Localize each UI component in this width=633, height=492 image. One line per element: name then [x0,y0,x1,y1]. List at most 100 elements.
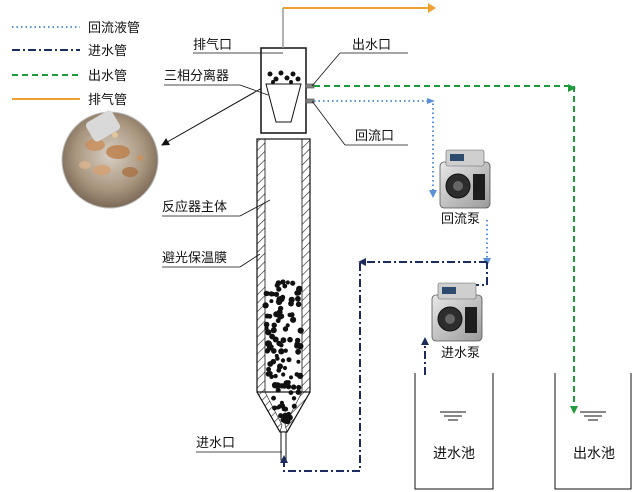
sludge-granule [278,348,285,355]
sludge-granule [267,313,273,319]
sludge-granule [268,344,274,350]
sludge-granule [271,322,277,328]
sludge-granule [277,311,282,316]
sludge-granule [282,326,289,332]
inlet-arrow-left [358,258,366,266]
sludge-granule [265,347,271,353]
sludge-granule [273,291,280,297]
legend-label-reflux: 回流液管 [88,21,140,36]
sludge-granule [285,280,290,285]
sludge-granule [287,336,293,343]
sludge-granule [296,359,301,364]
sludge-granule [272,405,278,411]
sludge-granule [276,286,282,292]
label-three-phase-separator: 三相分离器 [164,68,229,84]
sludge-granule [262,302,269,309]
sludge-granule [288,296,295,303]
label-reflux-port: 回流口 [355,129,394,144]
sludge-granule [266,366,272,372]
sludge-granule [275,280,282,286]
outlet-arrow-corner [568,84,576,92]
reflux-arrow-down [429,190,437,198]
label-reflux-pump: 回流泵 [441,212,480,227]
sludge-granule-photo [61,110,159,209]
inlet-pump-icon [431,282,483,342]
sludge-granule [279,400,284,405]
sludge-granule [291,384,297,390]
sludge-granule [281,383,288,389]
sludge-granule [269,374,274,380]
outlet-arrow-down [570,406,578,414]
sludge-granule [284,418,291,425]
photo-pointer-arrow [161,87,263,146]
reflux-pump-icon [439,149,491,209]
sludge-granule [280,358,286,363]
legend-item-exhaust: 排气管 [12,92,127,108]
sludge-granule [286,357,292,363]
inlet-pipe [283,261,488,472]
exhaust-arrow [428,3,436,13]
outlet-tank: 出水池 [554,373,632,490]
sludge-granule [275,298,283,305]
label-outlet-tank: 出水池 [573,446,615,462]
legend-item-inlet: 进水管 [12,44,127,59]
label-reactor-body: 反应器主体 [162,199,227,215]
reactor-labels: 排气口 三相分离器 出水口 回流口 反应器主体 避光保温膜 进水口 [162,37,408,453]
sludge-granule [289,312,295,317]
sludge-granule [290,280,296,286]
legend-label-inlet: 进水管 [88,44,127,59]
sludge-bed-granules [262,279,304,425]
sludge-granule [280,337,287,344]
inlet-arrow-up [421,337,429,345]
sludge-granule [283,406,289,412]
sludge-granule [282,365,288,371]
reflux-arrow-right [427,98,435,104]
sludge-granule [281,372,286,377]
sludge-granule [274,353,279,358]
label-inlet-tank: 进水池 [433,446,475,462]
sludge-granule [296,285,303,293]
sludge-granule [275,387,281,393]
label-light-shield-film: 避光保温膜 [162,251,227,266]
label-exhaust-port: 排气口 [193,37,232,53]
sludge-granule [265,329,272,336]
inlet-arrow-into-reactor [280,455,288,463]
sludge-granule [297,372,304,379]
legend: 回流液管 进水管 出水管 排气管 [12,21,140,108]
sludge-granule [270,327,277,334]
sludge-granule [295,301,302,308]
sludge-granule [276,367,282,373]
label-inlet-pump: 进水泵 [441,346,480,361]
sludge-granule [273,373,278,379]
sludge-granule [288,390,294,395]
sludge-granule [295,389,302,395]
sludge-granule [295,295,301,302]
sludge-granule [264,326,269,331]
sludge-granule [286,411,292,417]
sludge-granule [269,333,275,340]
sludge-granule [282,283,288,289]
sludge-granule [295,337,301,344]
label-outlet-port: 出水口 [352,38,391,53]
outlet-pipe [314,85,575,408]
sludge-granule [277,404,283,409]
legend-item-reflux: 回流液管 [12,21,140,36]
legend-label-exhaust: 排气管 [88,92,127,108]
sludge-granule [269,299,274,304]
sludge-granule [275,318,281,324]
sludge-granule [271,395,276,401]
sludge-granule [296,384,302,391]
sludge-granule [295,348,301,355]
sludge-granule [283,348,288,353]
sludge-granule [285,323,290,328]
sludge-granule [290,316,297,323]
sludge-granule [282,412,288,417]
legend-label-outlet: 出水管 [88,69,127,84]
sludge-granule [296,290,302,296]
sludge-granule [291,403,297,409]
legend-item-outlet: 出水管 [12,69,127,84]
sludge-granule [263,321,270,328]
sludge-granule [274,382,281,389]
sludge-granule [270,358,277,365]
